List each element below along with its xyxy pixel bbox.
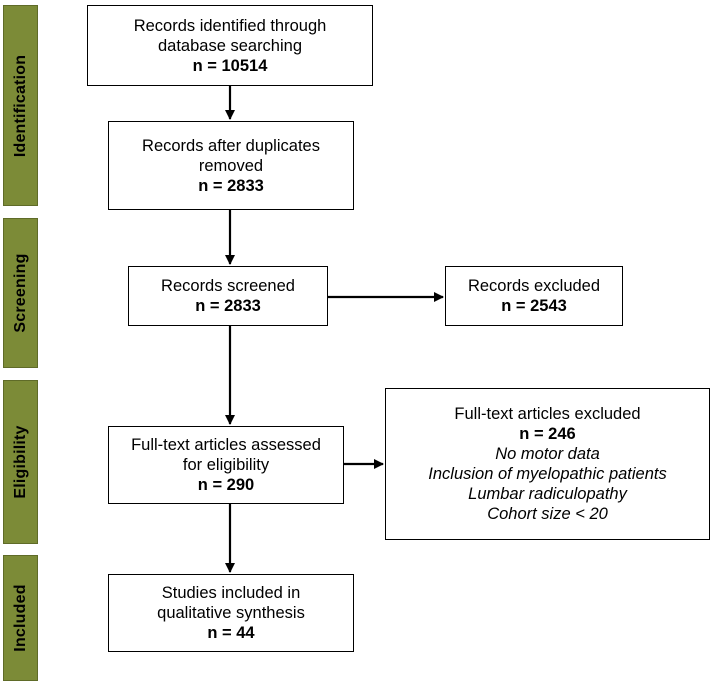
box-records-screened-line1: Records screened — [161, 277, 295, 295]
stage-identification: Identification — [3, 5, 38, 206]
box-records-identified-line1: Records identified through — [133, 16, 327, 35]
box-fulltext-assessed: Full-text articles assessed for eligibil… — [108, 426, 344, 504]
box-studies-included-count: n = 44 — [207, 624, 255, 642]
box-records-deduplicated: Records after duplicates removed n = 283… — [108, 121, 354, 210]
box-studies-included: Studies included in qualitative synthesi… — [108, 574, 354, 652]
box-records-screened: Records screened n = 2833 — [128, 266, 328, 326]
stage-eligibility: Eligibility — [3, 380, 38, 544]
box-studies-included-line2: qualitative synthesis — [157, 604, 305, 622]
box-fulltext-excluded: Full-text articles excluded n = 246 No m… — [385, 388, 710, 540]
box-records-deduplicated-line2: removed — [198, 156, 264, 175]
box-records-screened-count: n = 2833 — [195, 297, 261, 315]
box-records-identified: Records identified through database sear… — [87, 5, 373, 86]
box-fulltext-excluded-line1: Full-text articles excluded — [454, 405, 641, 423]
exclusion-reason: Inclusion of myelopathic patients — [428, 465, 667, 483]
box-records-deduplicated-count: n = 2833 — [198, 176, 264, 195]
exclusion-reason: Cohort size < 20 — [487, 505, 608, 523]
box-fulltext-assessed-count: n = 290 — [197, 476, 255, 494]
box-records-excluded: Records excluded n = 2543 — [445, 266, 623, 326]
box-records-identified-count: n = 10514 — [192, 56, 268, 75]
box-records-identified-line2: database searching — [157, 36, 303, 55]
box-fulltext-assessed-line1: Full-text articles assessed — [131, 436, 321, 454]
box-records-deduplicated-line1: Records after duplicates — [142, 136, 320, 155]
stage-included: Included — [3, 555, 38, 681]
stage-label-identification: Identification — [11, 54, 29, 157]
box-records-excluded-line1: Records excluded — [467, 277, 601, 295]
box-fulltext-excluded-count: n = 246 — [519, 425, 576, 443]
stage-label-included: Included — [11, 584, 29, 652]
box-studies-included-line1: Studies included in — [161, 584, 301, 602]
box-records-excluded-count: n = 2543 — [501, 297, 567, 315]
exclusion-reason: Lumbar radiculopathy — [468, 485, 627, 503]
stage-label-eligibility: Eligibility — [11, 425, 29, 499]
box-fulltext-assessed-line2: for eligibility — [182, 456, 270, 474]
stage-screening: Screening — [3, 218, 38, 368]
stage-label-screening: Screening — [11, 253, 29, 333]
exclusion-reason: No motor data — [495, 445, 600, 463]
